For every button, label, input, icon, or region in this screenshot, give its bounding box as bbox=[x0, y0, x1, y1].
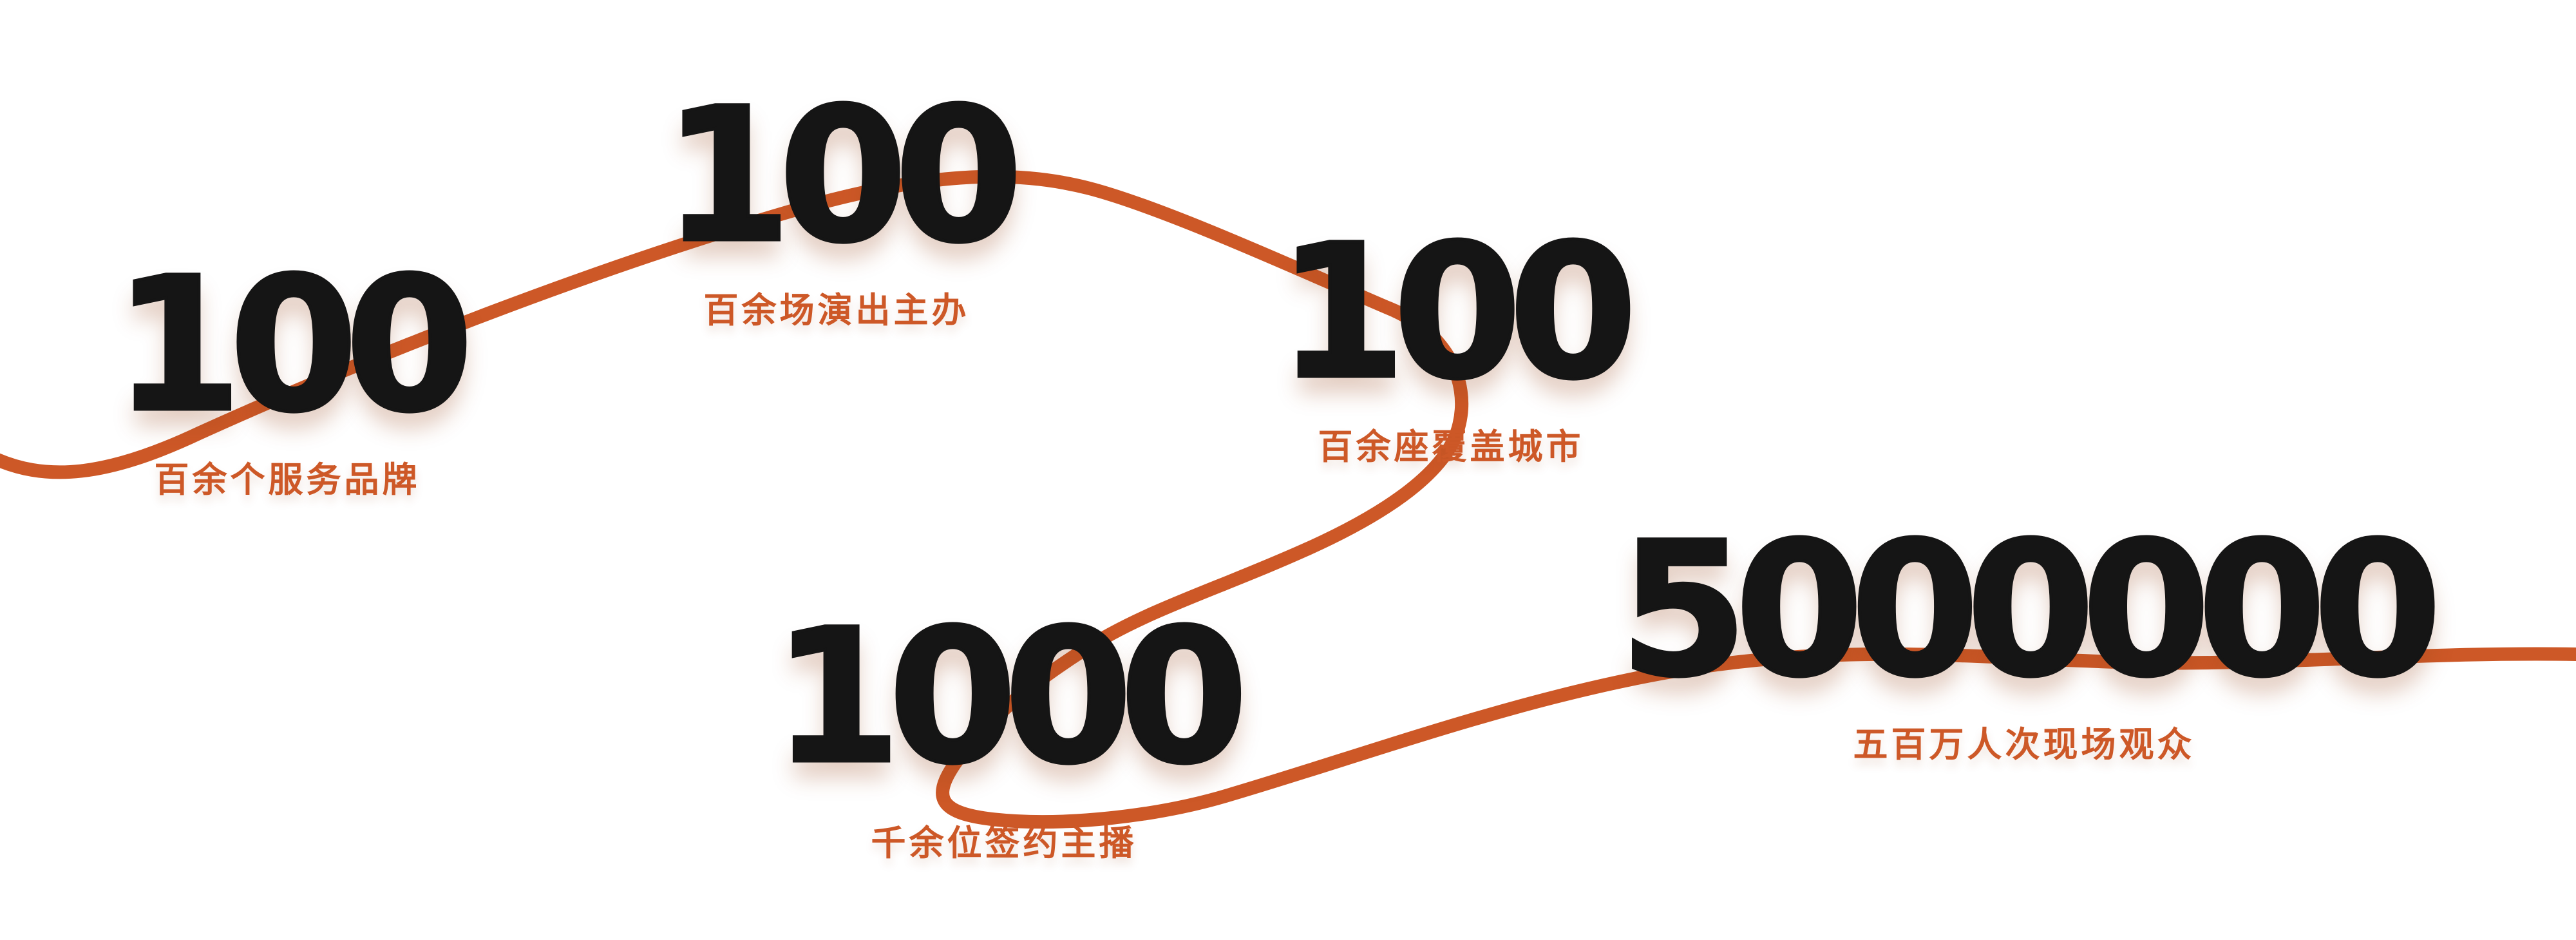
stat-live-audience: 5000000 五百万人次现场观众 bbox=[1618, 503, 2443, 765]
stat-cities-covered-value: 100 bbox=[1276, 205, 1639, 420]
stat-service-brands-value: 100 bbox=[112, 238, 475, 453]
stat-performances-hosted-value: 100 bbox=[661, 68, 1025, 283]
stat-signed-anchors-value: 1000 bbox=[771, 590, 1250, 805]
stat-signed-anchors: 1000 千余位签约主播 bbox=[771, 590, 1250, 864]
stat-cities-covered-label: 百余座覆盖城市 bbox=[1318, 427, 1584, 468]
stat-service-brands: 100 百余个服务品牌 bbox=[112, 238, 475, 501]
stat-cities-covered: 100 百余座覆盖城市 bbox=[1276, 205, 1639, 468]
stat-live-audience-value: 5000000 bbox=[1618, 503, 2443, 718]
stat-signed-anchors-label: 千余位签约主播 bbox=[871, 823, 1137, 864]
stat-service-brands-label: 百余个服务品牌 bbox=[154, 459, 421, 501]
stat-live-audience-label: 五百万人次现场观众 bbox=[1853, 724, 2195, 765]
stat-performances-hosted-label: 百余场演出主办 bbox=[703, 290, 970, 331]
journey-line-path bbox=[0, 169, 2576, 829]
stat-performances-hosted: 100 百余场演出主办 bbox=[661, 68, 1025, 331]
